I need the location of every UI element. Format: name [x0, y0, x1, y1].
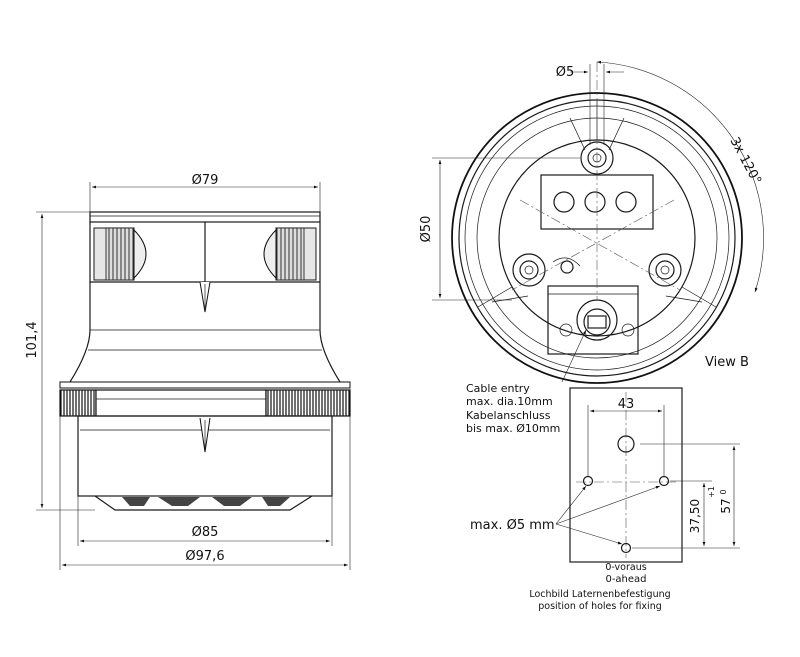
fixing-hole-left — [582, 475, 594, 487]
caption-en: position of holes for fixing — [538, 601, 662, 612]
dim-hole: Ø5 — [556, 65, 575, 80]
main-body — [69, 282, 341, 383]
mounting-hole-left — [512, 253, 546, 287]
cable-line-3: Kabelanschluss — [466, 409, 551, 422]
direction-de: 0-voraus — [605, 562, 646, 573]
fixing-hole-bottom — [620, 542, 632, 554]
cable-entry-note: Cable entry max. dia.10mm Kabelanschluss… — [466, 329, 587, 435]
cable-hole — [617, 435, 635, 453]
dim-height-large: 57 — [719, 498, 733, 513]
right-lens-module — [263, 227, 317, 281]
direction-en: 0-ahead — [605, 574, 646, 585]
tolerance-plus: +1 — [707, 486, 716, 498]
view-b-label: View B — [705, 355, 749, 370]
dim-base-outer: Ø97,6 — [185, 549, 224, 564]
cable-gland — [547, 285, 639, 355]
base-feet — [94, 495, 313, 511]
side-view: Ø79 101,4 Ø85 Ø97,6 — [25, 173, 351, 570]
top-cap — [89, 211, 321, 223]
knurled-ring — [59, 381, 351, 417]
holes-label: max. Ø5 mm — [470, 518, 555, 533]
caption-de: Lochbild Laternenbefestigung — [529, 589, 670, 600]
left-lens-module — [93, 227, 147, 281]
cable-line-4: bis max. Ø10mm — [466, 422, 560, 435]
dim-height-small: 37,50 — [688, 499, 702, 533]
view-b: Ø5 Ø50 3x 120° View B — [419, 60, 764, 384]
hole-pattern: 43 37,50 57 +1 0 max. Ø5 mm 0-voraus 0-a… — [470, 387, 740, 612]
tolerance-zero: 0 — [719, 489, 728, 494]
dim-angle: 3x 120° — [726, 135, 763, 187]
dim-circle: Ø50 — [419, 216, 434, 243]
dim-top-diameter: Ø79 — [192, 173, 219, 188]
cable-line-2: max. dia.10mm — [466, 395, 553, 408]
hole-plate — [569, 387, 683, 563]
dim-width: 43 — [618, 397, 635, 412]
fixing-hole-right — [658, 475, 670, 487]
dim-base-inner: Ø85 — [192, 525, 219, 540]
mounting-hole-right — [648, 253, 682, 287]
cable-line-1: Cable entry — [466, 382, 530, 395]
base-housing — [77, 415, 333, 497]
dim-height: 101,4 — [25, 321, 40, 358]
